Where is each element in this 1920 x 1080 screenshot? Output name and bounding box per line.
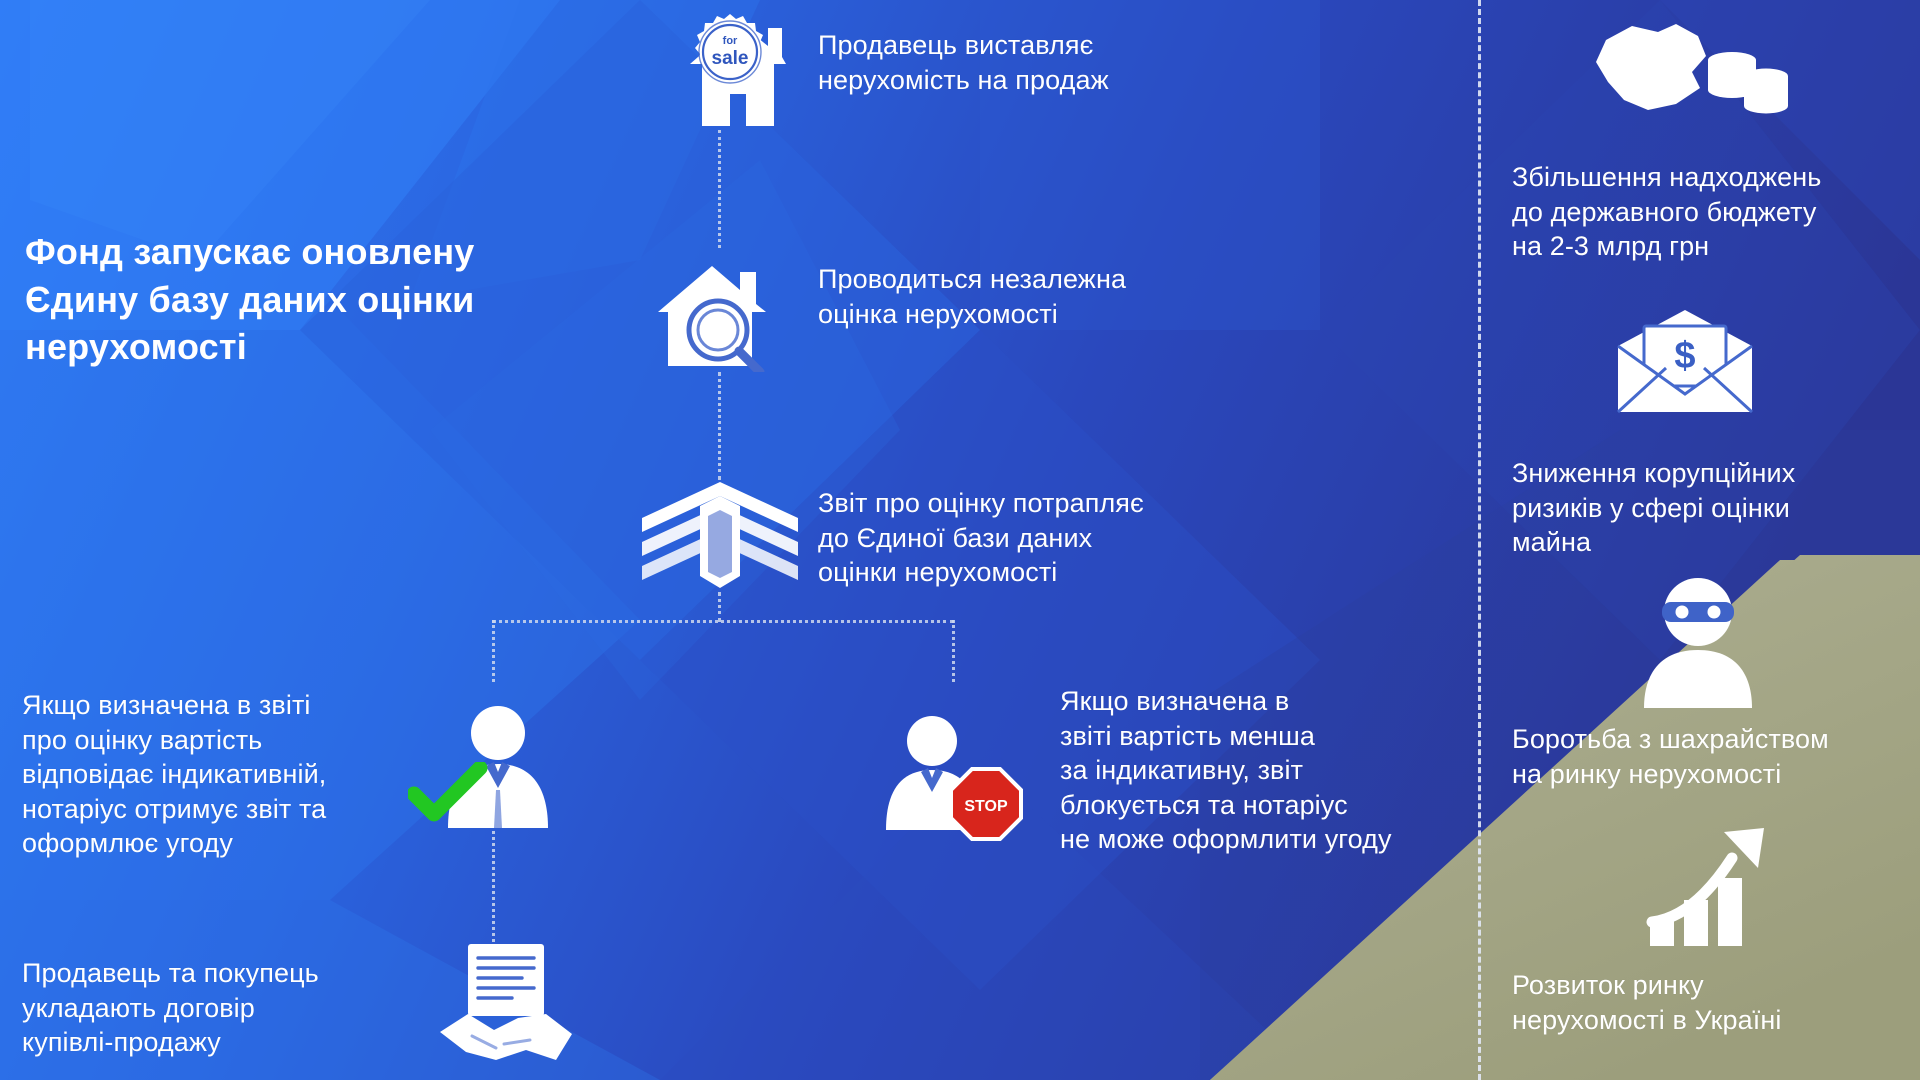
connector-branch-left bbox=[492, 620, 495, 682]
step-1-label: Продавець виставляє нерухомість на прода… bbox=[818, 30, 1109, 95]
step-2-label: Проводиться незалежна оцінка нерухомості bbox=[818, 264, 1127, 329]
growth-chart-arrow-icon bbox=[1640, 822, 1790, 955]
page-title: Фонд запускає оновлену Єдину базу даних … bbox=[25, 231, 475, 368]
branch-success-label: Якщо визначена в звіті про оцінку вартіс… bbox=[22, 690, 327, 859]
stop-sign-icon: STOP bbox=[948, 766, 1024, 842]
house-for-sale-icon: for sale bbox=[636, 6, 804, 132]
house-magnifier-icon bbox=[640, 248, 800, 372]
step-final-label: Продавець та покупець укладають договір … bbox=[22, 958, 319, 1058]
benefit-corruption-label: Зниження корупційних ризиків у сфері оці… bbox=[1512, 458, 1796, 558]
connector-step1-step2 bbox=[718, 130, 721, 248]
benefit-fraud-label: Боротьба з шахрайством на ринку нерухомо… bbox=[1512, 724, 1829, 789]
handshake-contract-icon bbox=[434, 940, 578, 1072]
ukraine-map-coins-icon bbox=[1580, 14, 1790, 145]
step-3-label: Звіт про оцінку потрапляє до Єдиної бази… bbox=[818, 488, 1144, 588]
right-column-divider bbox=[1478, 0, 1481, 1080]
svg-text:for: for bbox=[723, 35, 738, 47]
connector-branch-horizontal bbox=[492, 620, 954, 623]
branch-blocked-label: Якщо визначена в звіті вартість менша за… bbox=[1060, 686, 1392, 855]
envelope-dollar-icon: $ bbox=[1610, 306, 1760, 423]
svg-text:$: $ bbox=[1674, 335, 1695, 377]
svg-text:sale: sale bbox=[712, 48, 749, 69]
database-report-icon bbox=[636, 476, 804, 594]
connector-step3-branch bbox=[718, 592, 721, 622]
masked-thief-icon bbox=[1636, 572, 1760, 713]
connector-branch-left-down bbox=[492, 820, 495, 960]
green-check-icon bbox=[408, 762, 488, 826]
stop-sign-label: STOP bbox=[964, 798, 1008, 815]
benefit-budget-label: Збільшення надходжень до державного бюдж… bbox=[1512, 162, 1822, 262]
connector-branch-right bbox=[952, 620, 955, 682]
connector-step2-step3 bbox=[718, 372, 721, 480]
benefit-growth-label: Розвиток ринку нерухомості в Україні bbox=[1512, 970, 1782, 1035]
